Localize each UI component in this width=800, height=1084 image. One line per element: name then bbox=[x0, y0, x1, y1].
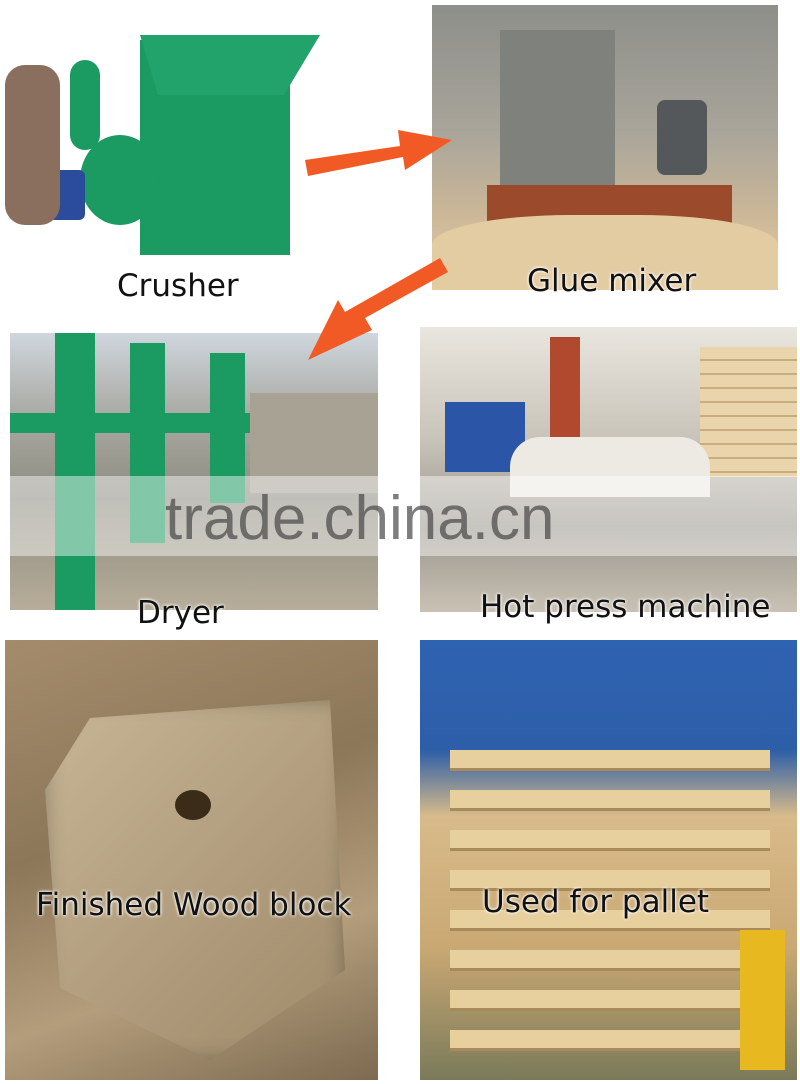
watermark-band bbox=[0, 476, 800, 556]
dryer-label: Dryer bbox=[137, 595, 224, 631]
hot-press-label: Hot press machine bbox=[480, 589, 771, 625]
crusher-label: Crusher bbox=[117, 268, 239, 304]
glue-mixer-label: Glue mixer bbox=[527, 263, 697, 299]
wood-block-label: Finished Wood block bbox=[36, 887, 352, 923]
glue-mixer-photo bbox=[432, 5, 778, 290]
pallet-photo bbox=[420, 640, 797, 1080]
crusher-photo bbox=[5, 5, 378, 285]
arrow-right-icon bbox=[305, 130, 452, 176]
wood-block-photo bbox=[5, 640, 378, 1080]
dryer-photo bbox=[10, 333, 378, 610]
arrow-down-left-icon bbox=[308, 258, 448, 360]
pallet-label: Used for pallet bbox=[482, 884, 710, 920]
hot-press-photo bbox=[420, 327, 797, 612]
watermark-text: trade.china.cn bbox=[165, 484, 555, 553]
